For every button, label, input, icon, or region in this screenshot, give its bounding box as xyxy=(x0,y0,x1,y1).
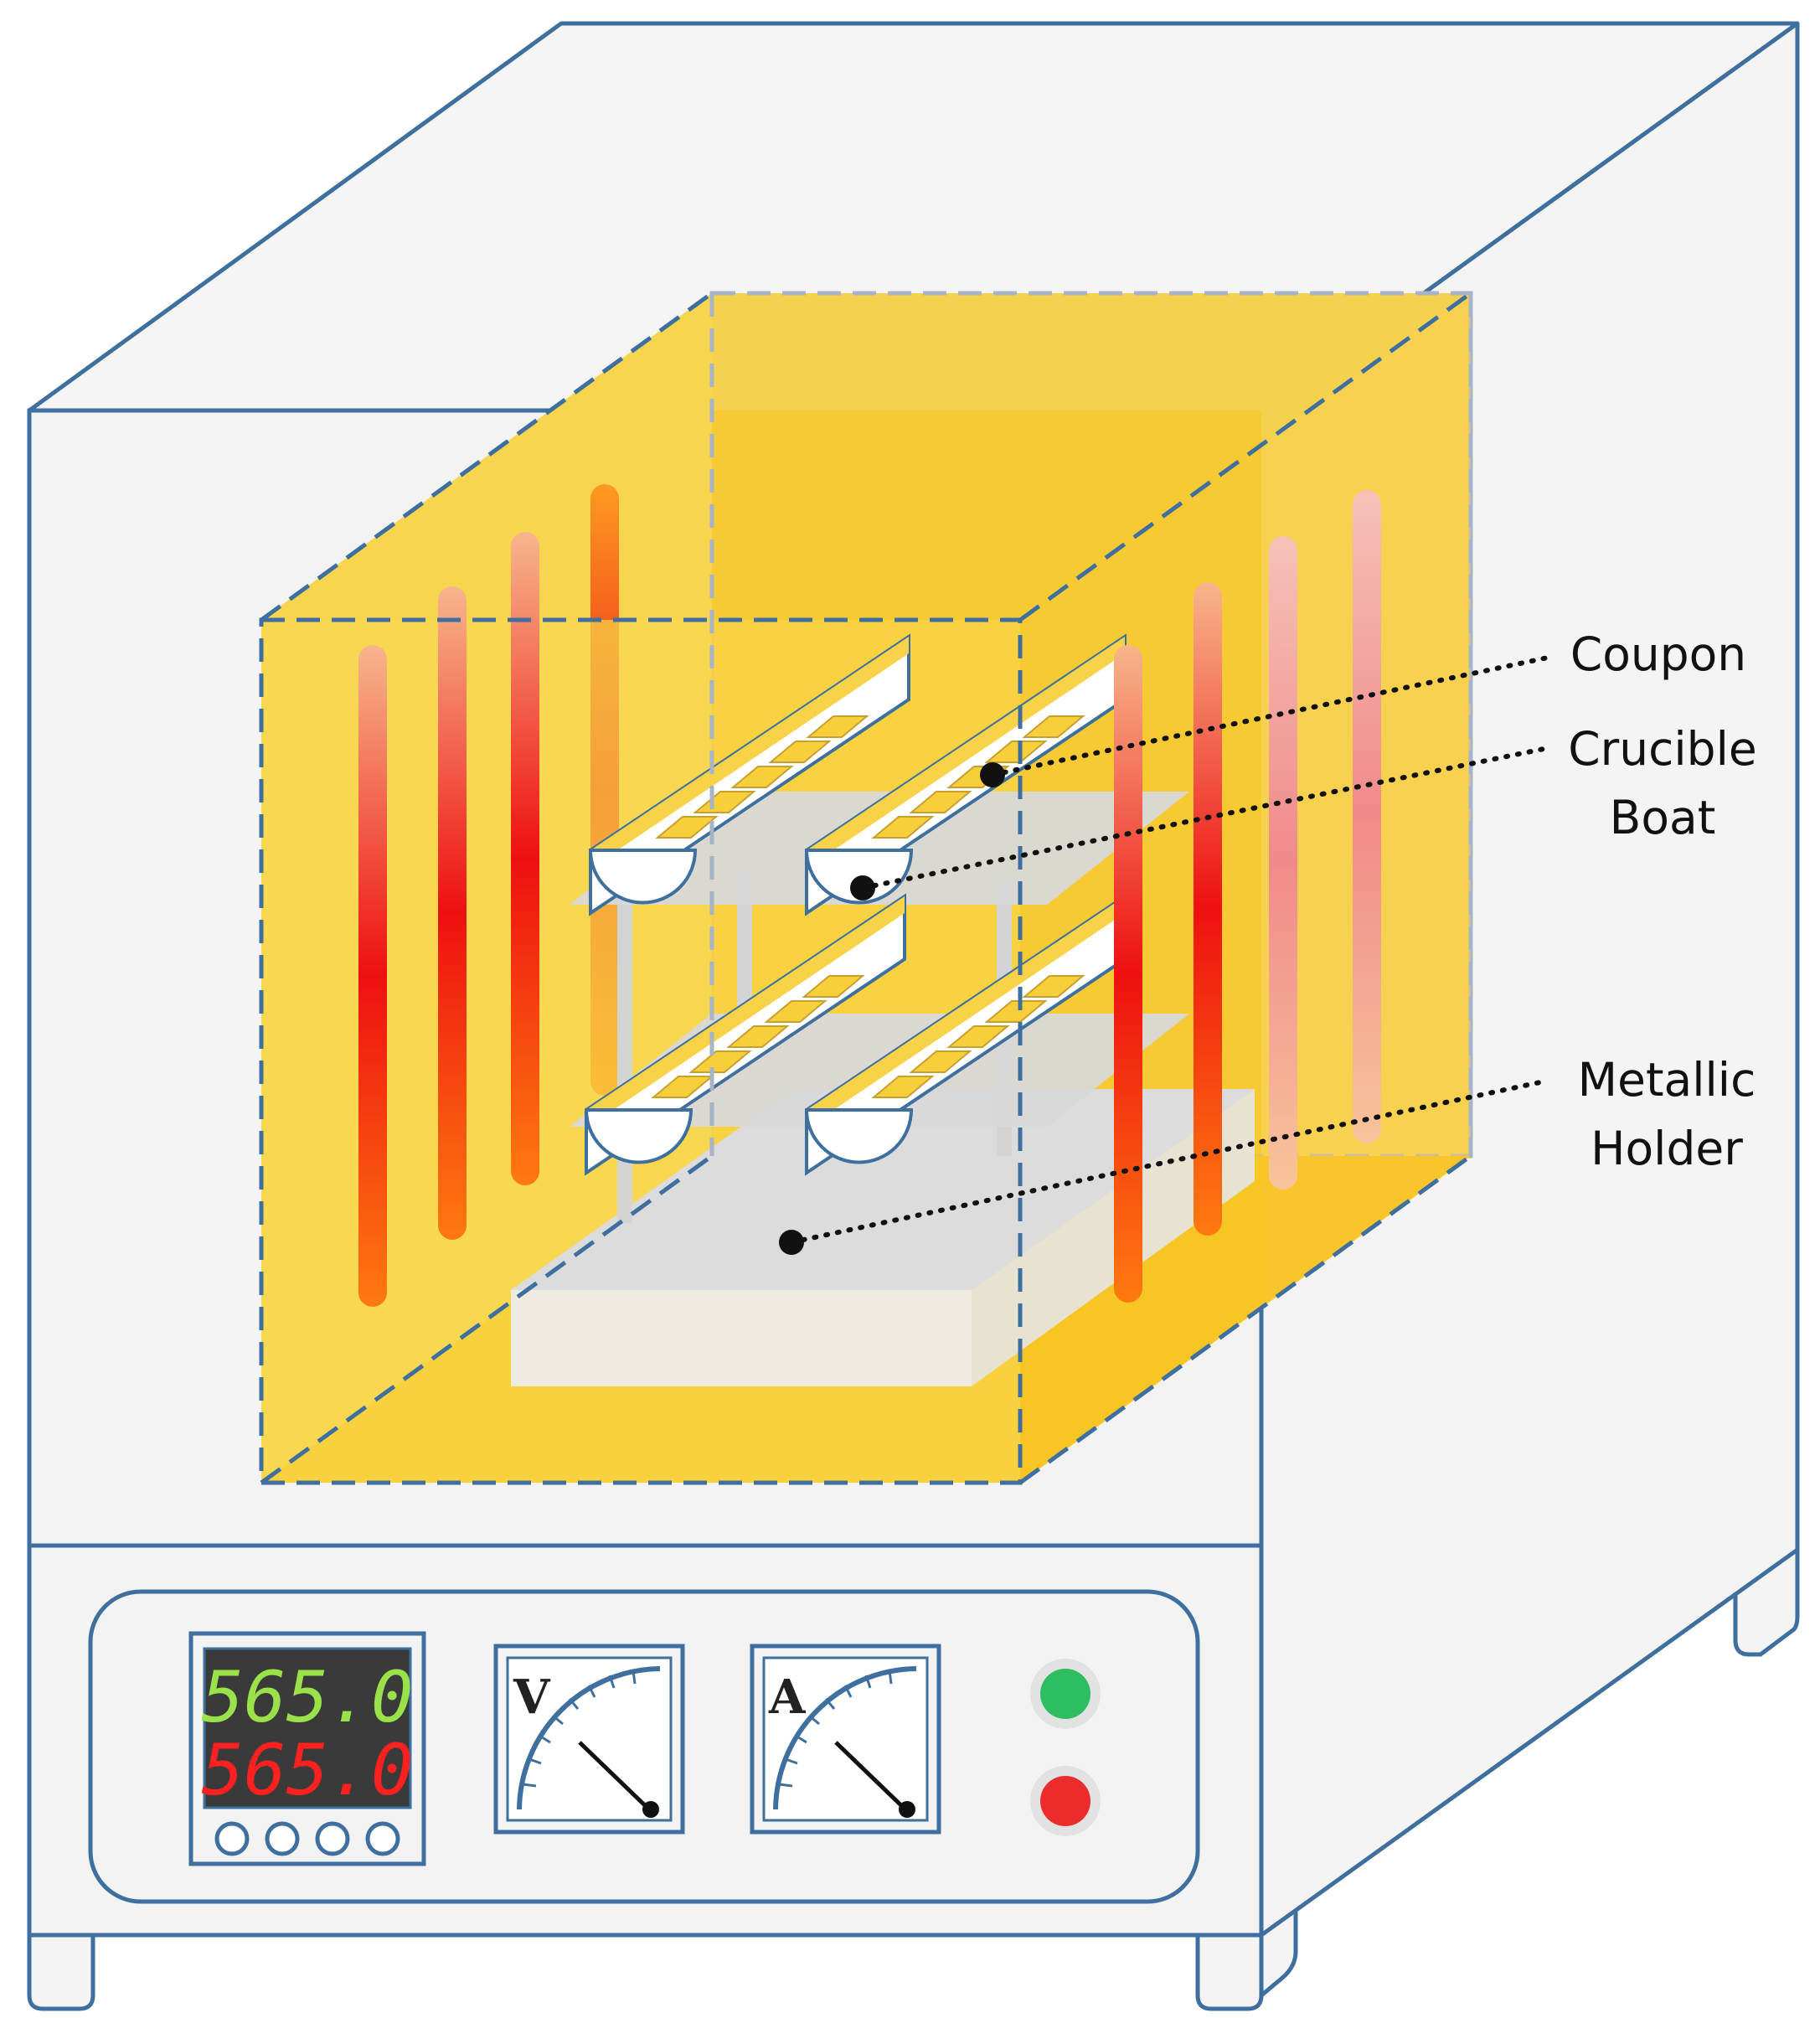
holder-post xyxy=(737,871,752,1014)
sv-reading: 565.0 xyxy=(202,1729,414,1811)
heating-rod xyxy=(1269,536,1297,1190)
holder-leader xyxy=(789,1078,1550,1245)
holder-marker xyxy=(779,1230,804,1255)
crucible-marker xyxy=(850,875,875,901)
control-panel: 565.0 565.0 V xyxy=(88,1589,1200,1904)
coupon-label: Coupon xyxy=(1570,627,1746,681)
controller-button[interactable] xyxy=(315,1821,350,1856)
holder-base-side xyxy=(972,1089,1255,1386)
heating-rod xyxy=(1194,582,1222,1236)
red-stop-button[interactable] xyxy=(1040,1776,1090,1826)
temperature-controller: 565.0 565.0 xyxy=(188,1631,426,1866)
crucible-leader xyxy=(860,746,1550,890)
heating-rod xyxy=(438,586,467,1240)
heating-rod xyxy=(511,532,539,1185)
ammeter-letter: A xyxy=(768,1670,807,1725)
heating-chamber xyxy=(259,291,1473,1485)
callouts: Coupon Crucible Boat Metallic Holder xyxy=(779,627,1757,1255)
pv-reading: 565.0 xyxy=(202,1656,414,1738)
heating-rod xyxy=(1353,490,1381,1143)
crucible-boat xyxy=(804,893,1127,1176)
green-start-button[interactable] xyxy=(1040,1669,1090,1719)
holder-label-line2: Holder xyxy=(1591,1122,1743,1175)
holder-base-top xyxy=(511,1089,1255,1290)
holder-base-front xyxy=(511,1290,972,1386)
voltmeter-letter: V xyxy=(513,1670,551,1725)
cabinet-leg xyxy=(1195,1926,1264,2011)
controller-button[interactable] xyxy=(365,1821,400,1856)
coupon-marker xyxy=(980,762,1005,787)
crucible-boat xyxy=(584,893,906,1176)
cabinet-leg xyxy=(27,1926,95,2011)
holder-label-line1: Metallic xyxy=(1578,1053,1756,1107)
ammeter: A xyxy=(750,1644,941,1835)
coupon-leader xyxy=(990,655,1550,777)
crucible-label-line1: Crucible xyxy=(1568,722,1756,776)
voltmeter: V xyxy=(493,1644,685,1835)
chamber-edges xyxy=(259,291,1472,1485)
chamber-back-edges xyxy=(709,291,1473,1156)
holder-post xyxy=(617,888,632,1223)
controller-button[interactable] xyxy=(265,1821,300,1856)
controller-display xyxy=(203,1647,412,1809)
heating-rod xyxy=(358,645,387,1307)
crucible-boat xyxy=(588,633,910,916)
crucible-label-line2: Boat xyxy=(1610,791,1716,844)
heating-rod xyxy=(1114,645,1142,1303)
controller-button[interactable] xyxy=(214,1821,250,1856)
